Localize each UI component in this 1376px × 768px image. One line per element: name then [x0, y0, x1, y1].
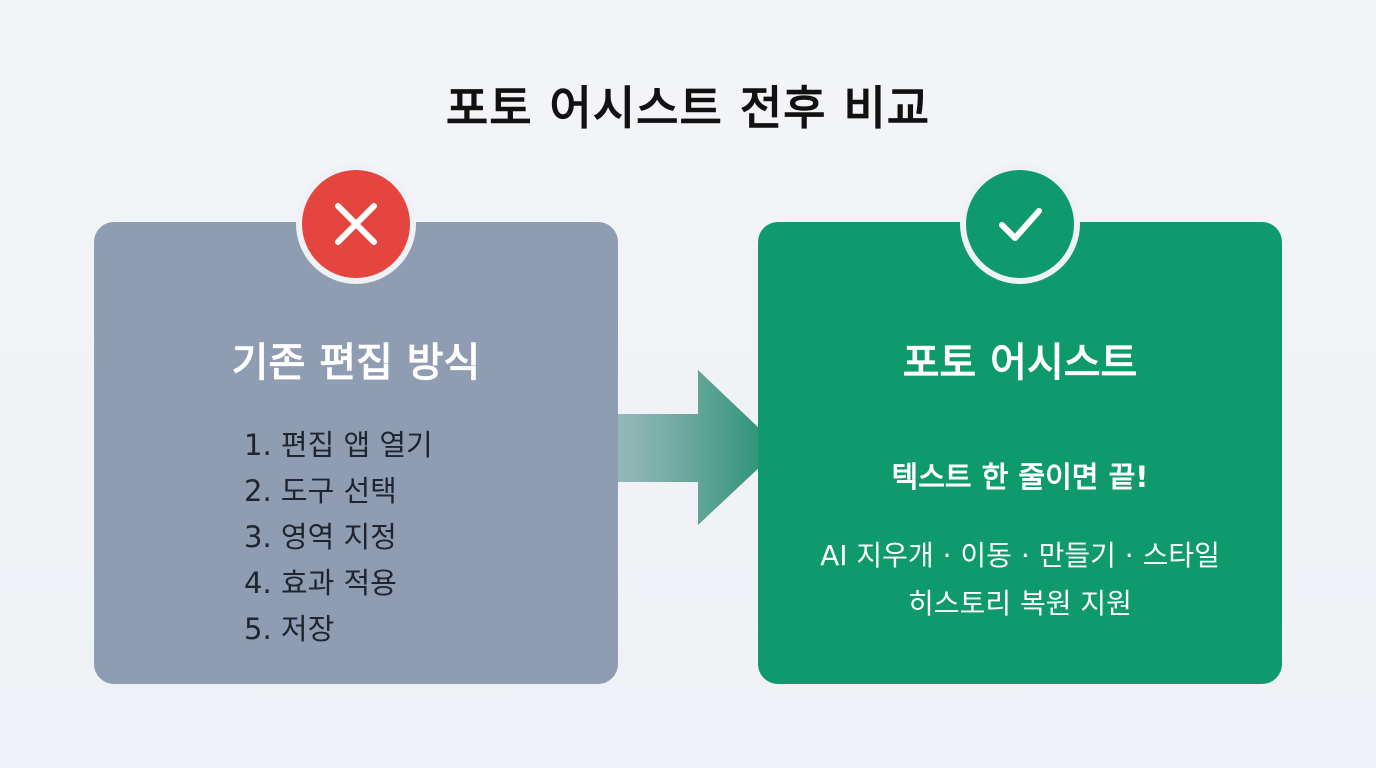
check-badge [960, 164, 1080, 284]
feature-line: 히스토리 복원 지원 [908, 587, 1132, 620]
page-title: 포토 어시스트 전후 비교 [445, 81, 931, 135]
after-heading: 포토 어시스트 [902, 340, 1138, 386]
list-item: 2. 도구 선택 [244, 474, 397, 508]
list-item: 5. 저장 [244, 612, 335, 646]
before-card: 기존 편집 방식 1. 편집 앱 열기 2. 도구 선택 3. 영역 지정 4.… [94, 164, 618, 684]
feature-line: AI 지우개 · 이동 · 만들기 · 스타일 [820, 539, 1220, 572]
list-item: 1. 편집 앱 열기 [244, 428, 433, 462]
list-item: 3. 영역 지정 [244, 520, 397, 554]
tagline: 텍스트 한 줄이면 끝! [891, 460, 1149, 494]
features: AI 지우개 · 이동 · 만들기 · 스타일 히스토리 복원 지원 [758, 532, 1282, 628]
transition-arrow [560, 370, 780, 525]
x-badge [296, 164, 416, 284]
before-heading: 기존 편집 방식 [231, 340, 481, 386]
check-icon [999, 208, 1042, 241]
list-item: 4. 효과 적용 [244, 566, 397, 600]
steps-list: 1. 편집 앱 열기 2. 도구 선택 3. 영역 지정 4. 효과 적용 5.… [244, 422, 433, 652]
x-icon [335, 203, 377, 245]
after-card: 포토 어시스트 텍스트 한 줄이면 끝! AI 지우개 · 이동 · 만들기 ·… [758, 164, 1282, 684]
